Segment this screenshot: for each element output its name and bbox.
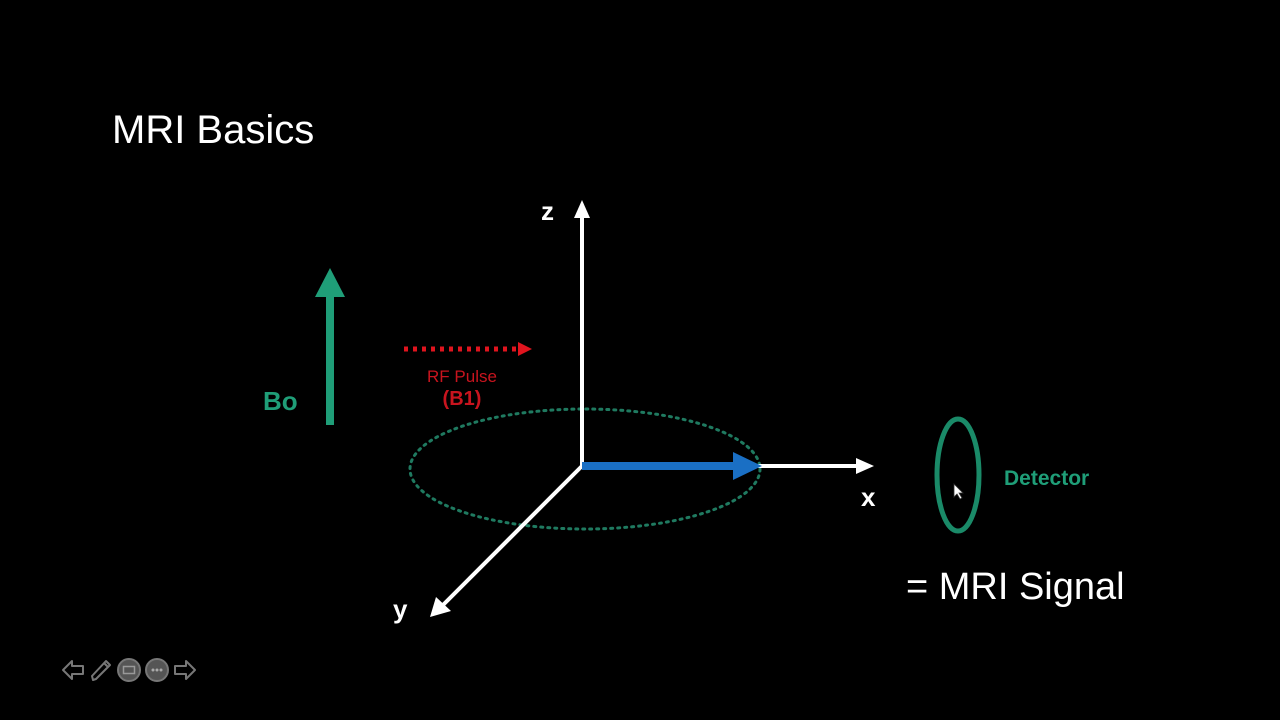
slides-icon[interactable] bbox=[116, 657, 142, 683]
arrow-right-icon[interactable] bbox=[172, 657, 198, 683]
up-arrow-icon bbox=[315, 268, 345, 297]
coil-ellipse-icon bbox=[934, 416, 982, 534]
b0-label: Bo bbox=[263, 386, 298, 416]
mri-signal-label: = MRI Signal bbox=[906, 566, 1125, 608]
z-axis-label: z bbox=[541, 196, 554, 226]
dotted-right-arrow-icon bbox=[518, 342, 532, 356]
z-axis-arrowhead-icon bbox=[574, 200, 590, 218]
slide-title: MRI Basics bbox=[112, 108, 315, 152]
arrow-left-icon[interactable] bbox=[60, 657, 86, 683]
detector-label: Detector bbox=[1004, 467, 1090, 490]
x-axis-arrowhead-icon bbox=[856, 458, 874, 474]
y-axis-arrowhead-icon bbox=[430, 597, 451, 617]
rf-b1-text: (B1) bbox=[442, 388, 482, 410]
precession-path bbox=[408, 407, 762, 531]
y-axis-label: y bbox=[393, 594, 408, 624]
pen-icon[interactable] bbox=[88, 657, 114, 683]
y-axis bbox=[440, 464, 584, 608]
magnetization-arrowhead-icon bbox=[733, 452, 762, 480]
b0-arrow-shaft bbox=[326, 295, 334, 425]
rf-pulse-text: RF Pulse bbox=[427, 367, 497, 386]
ellipsis-icon[interactable] bbox=[144, 657, 170, 683]
rf-pulse-label: RF Pulse (B1) bbox=[400, 366, 524, 410]
mouse-cursor-icon bbox=[953, 483, 964, 500]
presenter-toolbar bbox=[60, 657, 198, 683]
x-axis-label: x bbox=[861, 482, 876, 512]
